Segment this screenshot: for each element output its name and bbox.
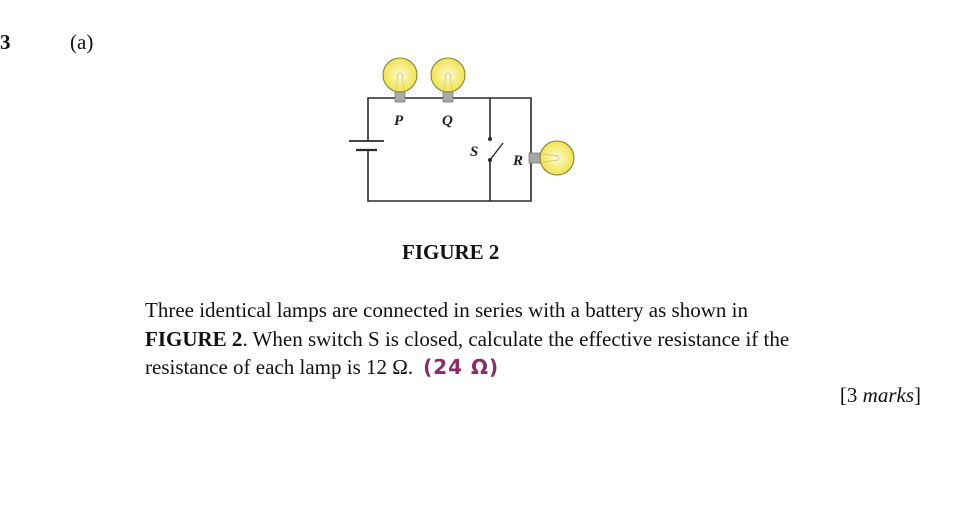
lamp-r: R (512, 140, 575, 176)
marks-open: [3 (839, 383, 863, 407)
lamp-r-bulb-icon (539, 140, 575, 176)
lamp-r-label: R (512, 153, 523, 169)
question-line-1: Three identical lamps are connected in s… (145, 298, 748, 322)
question-line-3-text: resistance of each lamp is 12 Ω. (145, 355, 414, 379)
lamp-q-filament (443, 72, 453, 91)
wire-left-top (367, 97, 532, 202)
figure-reference: FIGURE 2 (145, 326, 243, 351)
lamp-p-label: P (394, 113, 404, 129)
question-line-3: resistance of each lamp is 12 Ω. (24 Ω) (145, 353, 935, 382)
switch-s: S (470, 137, 504, 162)
switch-blade (489, 142, 504, 161)
question-text: Three identical lamps are connected in s… (145, 296, 935, 382)
figure-caption: FIGURE 2 (402, 240, 500, 264)
switch-label: S (470, 144, 478, 160)
question-line-2-text: . When switch S is closed, calculate the… (242, 326, 790, 351)
lamp-p-filament (395, 72, 405, 91)
battery-icon (349, 140, 384, 152)
lamp-r-filament (542, 153, 560, 163)
marks-allocation: [3 marks] (840, 383, 921, 408)
question-line-2: FIGURE 2. When switch S is closed, calcu… (145, 325, 935, 354)
circuit-wires (367, 97, 532, 202)
question-part: (a) (70, 30, 94, 54)
lamp-q-bulb-icon (430, 57, 466, 93)
circuit-diagram: S P Q R (349, 57, 575, 202)
lamp-p-bulb-icon (382, 57, 418, 93)
handwritten-answer: (24 Ω) (423, 355, 500, 379)
switch-contact-top (488, 137, 492, 141)
lamp-q: Q (430, 57, 466, 129)
marks-close: ] (914, 383, 921, 407)
marks-word: marks (862, 383, 914, 407)
lamp-q-label: Q (442, 113, 453, 129)
lamp-p: P (382, 57, 418, 129)
question-number: 3 (0, 30, 11, 54)
